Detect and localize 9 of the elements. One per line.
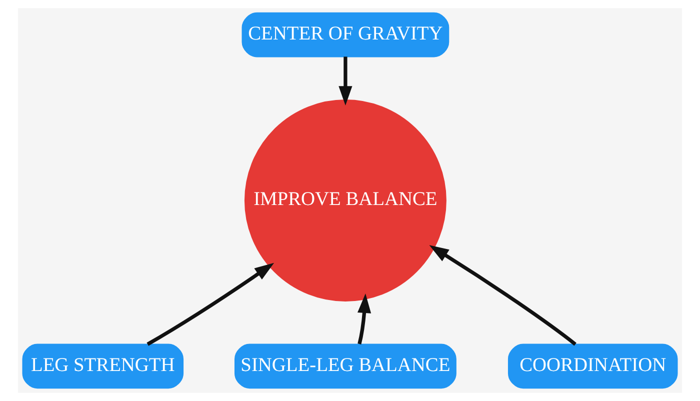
arrow [429,245,576,346]
node-box: SINGLE-LEG BALANCE [234,344,456,389]
node-circle: IMPROVE BALANCE [244,100,446,302]
node-box: CENTER OF GRAVITY [242,12,450,58]
arrow [146,262,274,346]
node-box: COORDINATION [508,344,678,389]
arrow [357,294,372,344]
node-box: LEG STRENGTH [22,344,184,389]
arrow [338,56,352,106]
